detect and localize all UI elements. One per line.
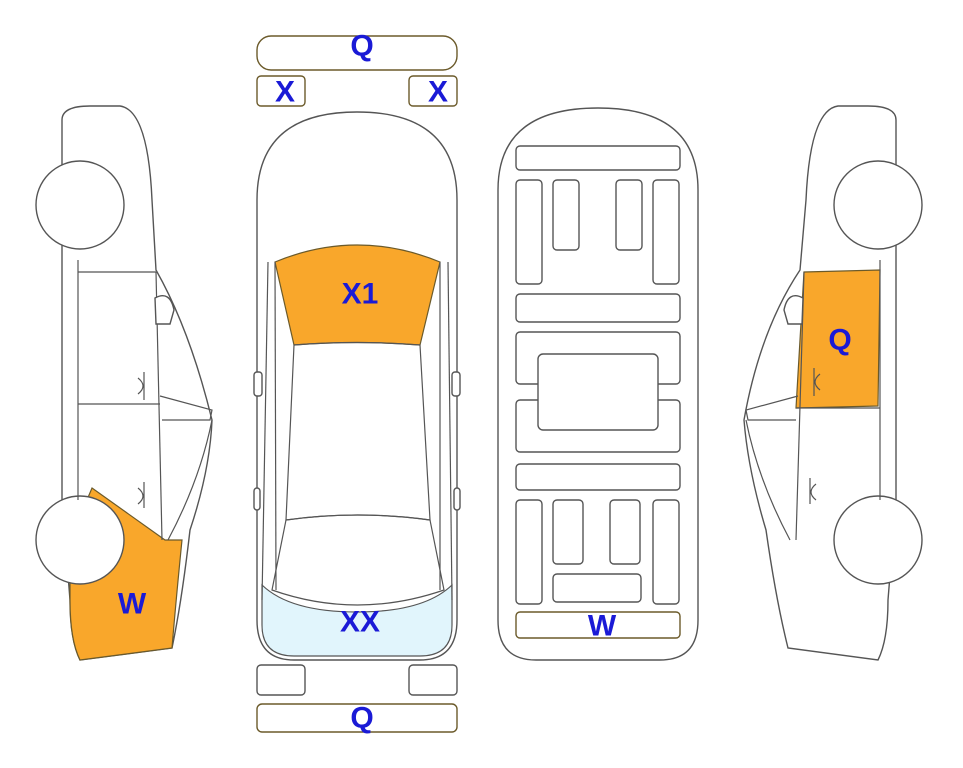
right-handle [453, 487, 461, 511]
right-front-door-part[interactable] [795, 269, 881, 409]
underbody-panel [515, 463, 681, 491]
right-pillar [745, 419, 791, 541]
right-side-line [447, 261, 453, 601]
left-front-wheel [35, 160, 125, 250]
left-rear-quarter-label: W [118, 588, 147, 621]
left-mirror [253, 371, 263, 397]
left-headlight-label: X [275, 76, 295, 109]
rear-bumper-label: Q [350, 702, 373, 735]
left-inner-line [274, 261, 277, 591]
right-mirror [451, 371, 461, 397]
underbody-center-panel [537, 353, 659, 431]
rear-window-part[interactable] [261, 583, 453, 657]
left-side-line [261, 261, 269, 601]
right-handle-front [813, 368, 821, 396]
underbody-panel [515, 145, 681, 171]
right-headlight-label: X [428, 76, 448, 109]
left-taillight [256, 664, 306, 696]
underbody-panel [515, 499, 543, 605]
left-handle-front [137, 372, 145, 400]
left-window-slant [159, 395, 213, 421]
left-handle-rear [137, 482, 145, 508]
top-view: Q X X X1 XX Q [253, 30, 461, 735]
front-bumper-label: Q [350, 30, 373, 63]
left-rear-wheel [35, 495, 125, 585]
car-top-body [256, 111, 458, 661]
underbody-panel [652, 499, 680, 605]
left-mirror [154, 295, 175, 325]
underbody-panel [609, 499, 641, 565]
underbody-view: W [497, 107, 699, 661]
front-bumper-part[interactable] [256, 35, 458, 71]
right-side-view: Q [743, 105, 923, 661]
underbody-panel [515, 293, 681, 323]
windshield-label: X1 [342, 278, 379, 311]
right-taillight [408, 664, 458, 696]
underbody-panel [552, 179, 580, 251]
left-headlight-part[interactable] [256, 75, 306, 107]
rear-glass-line [271, 514, 445, 606]
rear-window-label: XX [340, 606, 380, 639]
right-window-slant [745, 395, 799, 421]
left-side-view: W [35, 105, 213, 661]
rear-bumper-part[interactable] [256, 703, 458, 733]
right-front-wheel [833, 160, 923, 250]
underbody-panel [552, 573, 642, 603]
underbody-panel [515, 179, 543, 285]
underbody-panel [652, 179, 680, 285]
left-pillar [167, 419, 213, 541]
underbody-rear-label: W [588, 610, 617, 643]
left-handle [253, 487, 261, 511]
underbody-rear-part[interactable] [515, 611, 681, 639]
right-headlight-part[interactable] [408, 75, 458, 107]
underbody-panel [615, 179, 643, 251]
underbody-panel [552, 499, 584, 565]
right-handle-rear [809, 478, 817, 504]
right-mirror [783, 295, 804, 325]
right-rear-wheel [833, 495, 923, 585]
right-front-door-label: Q [828, 324, 851, 357]
